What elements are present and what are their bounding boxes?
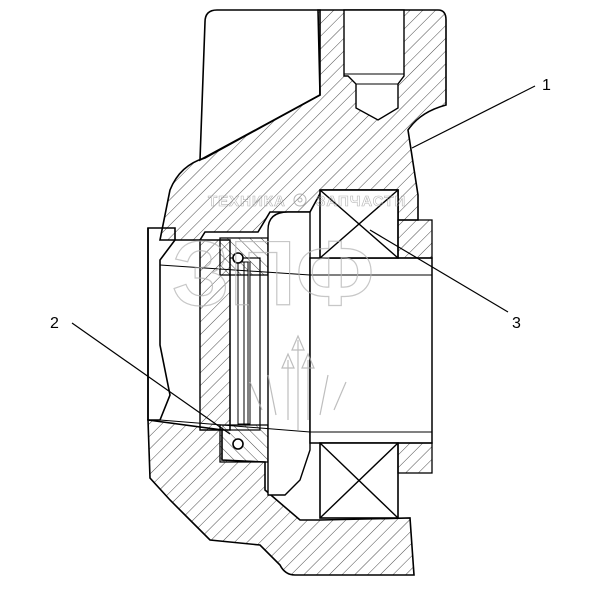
callout-1-label: 1 xyxy=(542,77,551,94)
seal-lower xyxy=(219,424,269,463)
callout-3-label: 3 xyxy=(512,315,521,332)
watermark-text-right: ЗАПЧАСТИ xyxy=(316,193,406,210)
housing-left-body xyxy=(147,227,176,421)
shaft xyxy=(267,211,311,496)
o-ring-upper xyxy=(232,252,244,264)
watermark-wheat-icon xyxy=(249,334,347,430)
callout-1-leader xyxy=(411,85,536,149)
callout-2-label: 2 xyxy=(50,315,59,332)
bearing-upper xyxy=(319,189,433,259)
bearing-lower xyxy=(319,442,433,519)
taper-line-upper xyxy=(159,264,311,276)
watermark-logo-text: ЗПФ xyxy=(172,223,374,325)
bolt-hole xyxy=(343,9,405,121)
watermark: ТЕХНИКА ЗАПЧАСТИ ЗПФ xyxy=(171,193,406,430)
o-ring-lower xyxy=(232,438,244,450)
callout-2-leader xyxy=(71,322,231,435)
taper-line-lower xyxy=(159,419,311,433)
watermark-text-left: ТЕХНИКА xyxy=(208,193,286,210)
callout-3-leader xyxy=(369,229,509,313)
watermark-gear-icon xyxy=(293,193,307,207)
